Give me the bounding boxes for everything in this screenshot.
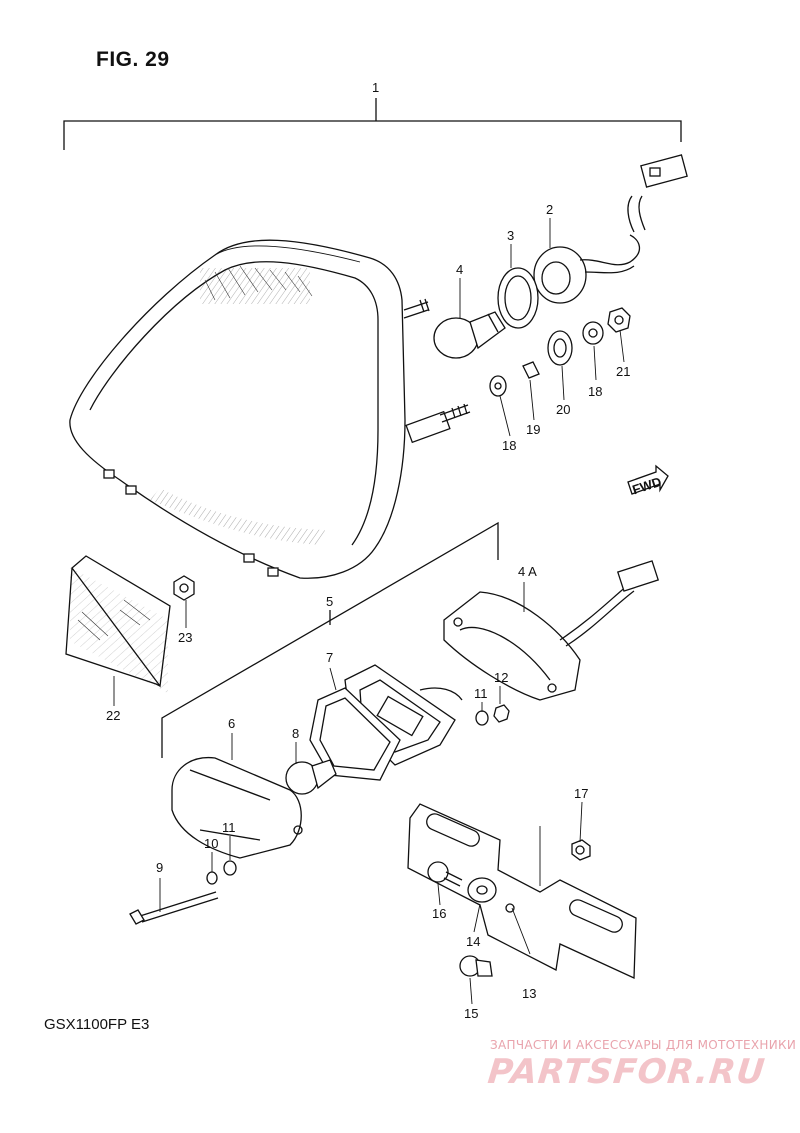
callout-8: 8 — [292, 726, 299, 741]
hardware-washers-nuts — [489, 307, 631, 397]
socket-holder — [309, 687, 463, 781]
callout-2: 2 — [546, 202, 553, 217]
callout-5: 5 — [326, 594, 333, 609]
bulb-8 — [285, 759, 337, 795]
callout-18-lower: 18 — [502, 438, 516, 453]
hardware-13-17 — [427, 839, 591, 977]
callout-4: 4 — [456, 262, 463, 277]
callout-10: 10 — [204, 836, 218, 851]
callout-4a: 4 A — [518, 564, 537, 579]
callout-20: 20 — [556, 402, 570, 417]
figure-title: FIG. 29 — [96, 48, 170, 71]
model-code: GSX1100FP E3 — [44, 1016, 150, 1033]
callout-7: 7 — [326, 650, 333, 665]
nut-23 — [173, 575, 195, 601]
washers-10-11 — [206, 704, 510, 885]
callout-labels: 1 2 3 4 4 A 5 6 7 8 9 10 11 11 11 12 13 … — [106, 80, 630, 1021]
callout-11-right: 11 — [474, 686, 488, 701]
callout-1: 1 — [372, 80, 379, 95]
callout-9: 9 — [156, 860, 163, 875]
watermark-tagline: ЗАПЧАСТИ И АКСЕССУАРЫ ДЛЯ МОТОТЕХНИКИ — [490, 1038, 797, 1052]
callout-14: 14 — [466, 934, 480, 949]
reflector-22 — [65, 555, 171, 694]
license-lamp-lens-6 — [171, 756, 303, 859]
assembly-bracket-5 — [161, 521, 499, 758]
assembly-bracket-1 — [63, 98, 682, 150]
callout-17: 17 — [574, 786, 588, 801]
fwd-label: FWD — [630, 474, 663, 497]
callout-22: 22 — [106, 708, 120, 723]
license-lamp-housing-4a — [443, 560, 660, 701]
callout-11-lower: 11 — [222, 820, 236, 835]
callout-15: 15 — [464, 1006, 478, 1021]
callout-19: 19 — [526, 422, 540, 437]
screw-9 — [129, 891, 219, 925]
leader-lines — [113, 218, 625, 1005]
license-bracket-13 — [407, 803, 637, 979]
tail-lamp-lens — [69, 239, 471, 579]
callout-13: 13 — [522, 986, 536, 1001]
callout-3: 3 — [507, 228, 514, 243]
callout-16: 16 — [432, 906, 446, 921]
bulb-4 — [433, 311, 506, 359]
gasket-3 — [497, 267, 539, 329]
watermark-logo: PARTSFOR.RU — [485, 1052, 768, 1092]
bulb-socket-2 — [533, 154, 688, 304]
callout-21: 21 — [616, 364, 630, 379]
callout-6: 6 — [228, 716, 235, 731]
callout-23: 23 — [178, 630, 192, 645]
callout-12: 12 — [494, 670, 508, 685]
fwd-arrow: FWD — [627, 464, 669, 497]
callout-18-upper: 18 — [588, 384, 602, 399]
